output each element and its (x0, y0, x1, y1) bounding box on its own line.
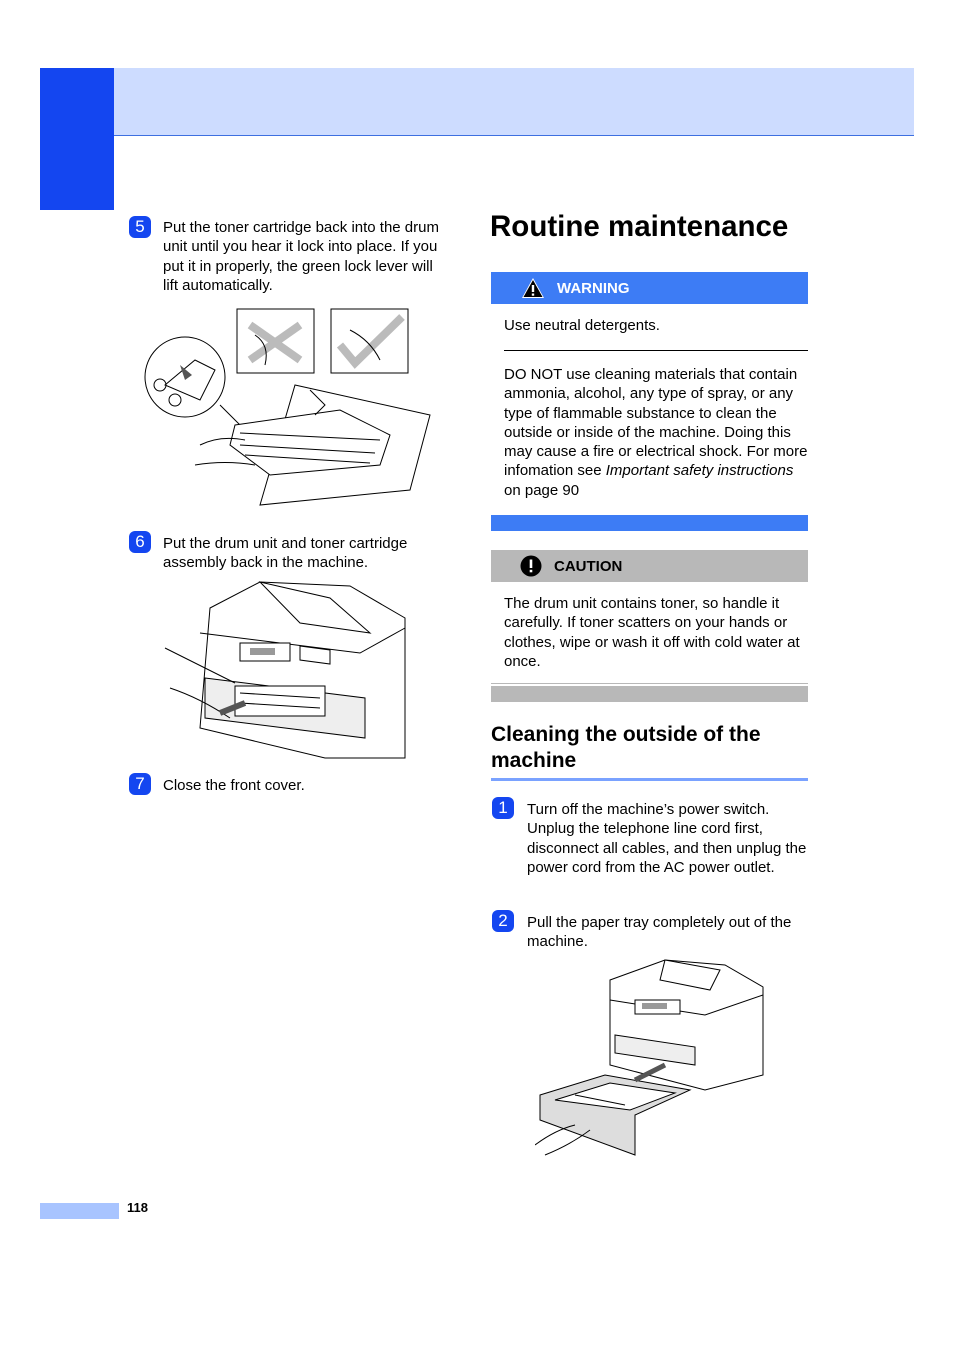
machine-front-illustration (164, 581, 406, 759)
caution-divider (491, 683, 808, 684)
warning-footer-bar (491, 515, 808, 531)
warning-triangle-icon (522, 278, 544, 298)
warning-label: WARNING (557, 280, 630, 297)
caution-footer-bar (491, 686, 808, 702)
safety-page-ref: on page 90 (504, 481, 580, 499)
section-heading: Cleaning the outside of the machine (491, 722, 808, 781)
warning-body: DO NOT use cleaning materials that conta… (504, 365, 810, 500)
caution-body: The drum unit contains toner, so handle … (504, 595, 800, 670)
warning-bar: WARNING (491, 272, 808, 304)
caution-label: CAUTION (554, 558, 623, 575)
warning-body-text: DO NOT use cleaning materials that conta… (504, 366, 808, 480)
safety-instructions-ref: Important safety instructions (605, 462, 794, 480)
step-number-7: 7 (129, 773, 151, 795)
step-5-text: Put the toner cartridge back into the dr… (163, 219, 439, 294)
step-number-5: 5 (129, 216, 151, 238)
page-number-tab (40, 1203, 119, 1219)
page-title: Routine maintenance (490, 210, 789, 243)
chapter-tab (40, 68, 114, 210)
step-number-1: 1 (492, 797, 514, 819)
step-number-2: 2 (492, 910, 514, 932)
caution-exclamation-icon (520, 555, 542, 577)
step-6-text: Put the drum unit and toner cartridge as… (163, 535, 408, 572)
step-number-6: 6 (129, 531, 151, 553)
step-7-text: Close the front cover. (163, 777, 305, 794)
paper-tray-illustration (535, 959, 764, 1156)
caution-bar: CAUTION (491, 550, 808, 582)
header-band (113, 68, 914, 136)
page-number: 118 (127, 1200, 148, 1215)
toner-drum-illustration (144, 308, 431, 506)
warning-line1: Use neutral detergents. (504, 317, 660, 334)
step-1-text: Turn off the machine’s power switch. Unp… (527, 801, 807, 876)
warning-divider (504, 350, 808, 351)
step-2-text: Pull the paper tray completely out of th… (527, 914, 792, 951)
